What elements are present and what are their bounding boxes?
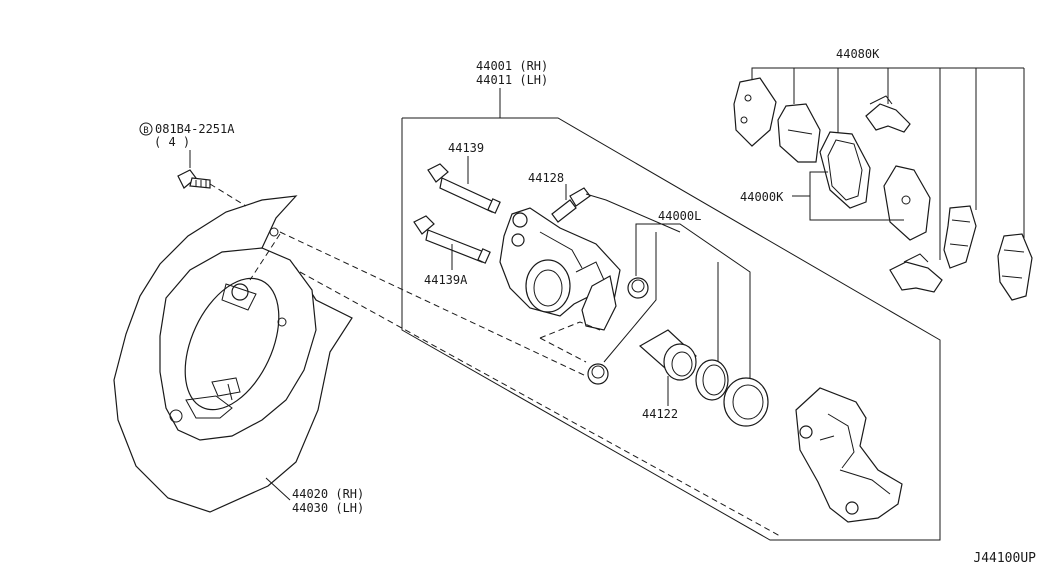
bolt-code-label: 081B4-2251A	[155, 122, 235, 136]
bolt-qty-label: ( 4 )	[154, 135, 190, 149]
boot-cap-lower	[587, 363, 609, 385]
wear-indicator-shim	[997, 233, 1033, 301]
bleeder-label: 44128	[528, 171, 564, 185]
bleeder-screw: 44128	[528, 171, 681, 233]
caliper-rh-label: 44001 (RH)	[476, 59, 548, 73]
bolt-type-circle-icon	[139, 122, 153, 136]
piston-label: 44122	[642, 407, 678, 421]
brake-pad-2	[883, 165, 931, 241]
pad-clip-lower	[889, 253, 943, 293]
plate-rh-label: 44020 (RH)	[292, 487, 364, 501]
caliper-body	[499, 207, 621, 331]
pin-bolt-label: 44139	[448, 141, 484, 155]
piston-seal	[695, 359, 729, 401]
anti-rattle-spring	[943, 205, 977, 269]
backing-plate	[113, 195, 353, 513]
mounting-bolt: B 081B4-2251A ( 4 )	[139, 122, 235, 189]
brake-pad	[819, 131, 871, 209]
caliper-lh-label: 44011 (LH)	[476, 73, 548, 87]
guide-pin-bolt-a: 44139A	[413, 215, 491, 287]
seal-kit-label: 44000L	[658, 209, 701, 223]
pad-shim-outer	[733, 77, 777, 147]
pad-clip-upper	[865, 95, 911, 133]
pin-bolt-a-label: 44139A	[424, 273, 468, 287]
caliper-bracket	[795, 387, 903, 523]
plate-lh-label: 44030 (LH)	[292, 501, 364, 515]
caliper-assembly-box	[401, 117, 941, 541]
pad-shim-inner	[777, 103, 821, 163]
piston: 44122	[638, 329, 697, 421]
diagram-code: J44100UP	[973, 551, 1036, 566]
piston-boot	[723, 377, 769, 427]
pad-set-label: 44000K	[740, 190, 784, 204]
bolt-circle-letter: B	[143, 126, 148, 136]
boot-cap-upper	[627, 277, 649, 299]
pad-kit-label: 44080K	[836, 47, 880, 61]
guide-pin-bolt: 44139	[427, 141, 501, 214]
